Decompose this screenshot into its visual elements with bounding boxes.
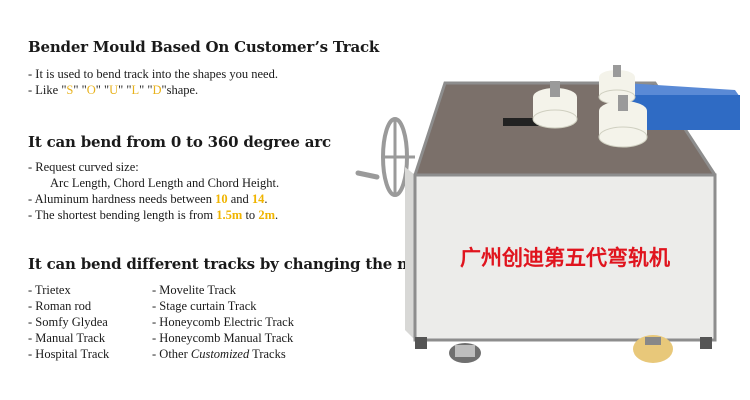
track-item: - Somfy Glydea bbox=[28, 315, 108, 329]
side-panel bbox=[405, 167, 415, 340]
section-3: It can bend different tracks by changing… bbox=[28, 255, 449, 273]
track-item-customized: - Other Customized Tracks bbox=[152, 346, 294, 362]
track-item: - Honeycomb Electric Track bbox=[152, 315, 294, 329]
shape-u: U bbox=[109, 83, 119, 97]
section-2-line-1: - Request curved size: bbox=[28, 160, 139, 174]
track-column-2: - Movelite Track - Stage curtain Track -… bbox=[152, 282, 294, 362]
length-max: 2m bbox=[258, 208, 275, 222]
hardness-suffix: . bbox=[264, 192, 268, 206]
section-2: It can bend from 0 to 360 degree arc - R… bbox=[28, 133, 331, 223]
length-suffix: . bbox=[274, 208, 279, 222]
hardness-prefix: - Aluminum hardness needs between bbox=[28, 192, 216, 206]
track-item: - Hospital Track bbox=[28, 347, 110, 361]
track-item: - Stage curtain Track bbox=[152, 299, 257, 313]
handwheel-icon bbox=[355, 117, 415, 197]
bending-machine-image: 广州创迪第五代弯轨机 bbox=[355, 65, 740, 363]
section-2-line-4: - The shortest bending length is from 1.… bbox=[28, 207, 331, 223]
section-1-line-1: - It is used to bend track into the shap… bbox=[28, 67, 278, 81]
track-item: - Trietex bbox=[28, 283, 71, 297]
track-item: - Roman rod bbox=[28, 299, 92, 313]
section-1-line-2: - Like "S" "O" "U" "L" "D"shape. bbox=[28, 83, 199, 97]
section-2-title: It can bend from 0 to 360 degree arc bbox=[28, 133, 331, 151]
front-panel bbox=[415, 175, 715, 340]
shape-s: S bbox=[66, 83, 74, 97]
track-item: - Manual Track bbox=[28, 331, 106, 345]
length-mid: to bbox=[242, 208, 259, 222]
caster-wheel bbox=[633, 335, 673, 363]
customized-prefix: - Other bbox=[152, 347, 191, 361]
track-list: - Trietex - Roman rod - Somfy Glydea - M… bbox=[28, 282, 294, 362]
motor-box bbox=[625, 83, 740, 130]
section-1: Bender Mould Based On Customer’s Track -… bbox=[28, 38, 379, 98]
customized-word: Customized bbox=[190, 347, 250, 361]
customized-suffix: Tracks bbox=[249, 347, 286, 361]
track-column-1: - Trietex - Roman rod - Somfy Glydea - M… bbox=[28, 282, 152, 362]
section-2-line-2: Arc Length, Chord Length and Chord Heigh… bbox=[50, 176, 280, 190]
track-item: - Movelite Track bbox=[152, 283, 237, 297]
section-3-title: It can bend different tracks by changing… bbox=[28, 255, 450, 273]
caster-wheel bbox=[449, 343, 481, 363]
roller bbox=[598, 95, 648, 148]
shape-prefix: - Like " bbox=[28, 83, 67, 97]
section-1-title: Bender Mould Based On Customer’s Track bbox=[28, 38, 380, 56]
track-item: - Honeycomb Manual Track bbox=[152, 331, 294, 345]
shape-d: D bbox=[152, 83, 162, 97]
length-prefix: - The shortest bending length is from bbox=[28, 208, 217, 222]
shape-o: O bbox=[86, 83, 96, 97]
roller bbox=[532, 81, 578, 129]
section-2-line-3: - Aluminum hardness needs between 10 and… bbox=[28, 191, 331, 207]
length-min: 1.5m bbox=[216, 208, 243, 222]
roller bbox=[598, 65, 636, 105]
shape-l: L bbox=[131, 83, 140, 97]
machine-chinese-label: 广州创迪第五代弯轨机 bbox=[460, 246, 670, 270]
top-slot bbox=[503, 118, 563, 126]
hardness-max: 14 bbox=[251, 192, 265, 206]
shape-suffix: shape. bbox=[166, 83, 199, 97]
hardness-min: 10 bbox=[215, 192, 228, 206]
hardness-mid: and bbox=[227, 192, 252, 206]
